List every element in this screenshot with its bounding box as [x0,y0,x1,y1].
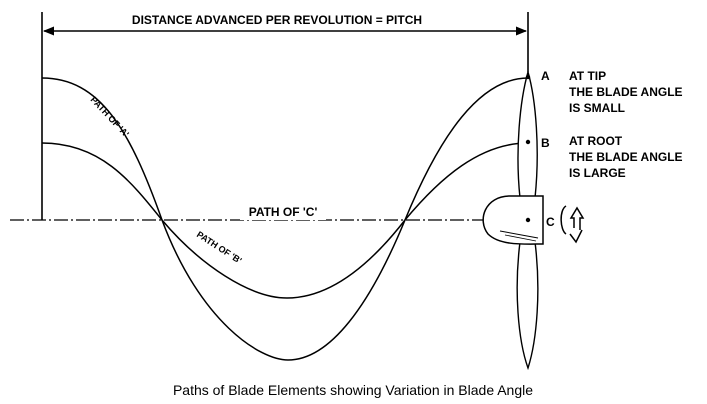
propeller [482,69,544,371]
spinner-highlight-2 [504,234,537,242]
point-c-dot [525,217,531,223]
tip-note-line-2: THE BLADE ANGLE [569,85,683,99]
tip-note-line-3: IS SMALL [569,101,625,115]
point-a-label: A [541,69,550,83]
point-b-dot [525,139,531,145]
spinner-highlight [499,230,539,239]
path-a-curve [41,77,529,361]
tip-note-line-1: AT TIP [569,69,606,83]
point-a-dot [525,74,531,80]
root-note-line-1: AT ROOT [569,134,623,148]
path-a-label: PATH OF 'A' [89,95,131,139]
propeller-upper-blade [517,69,538,199]
point-c-label: C [546,215,555,229]
path-b-curve [41,142,529,299]
propeller-spinner [482,195,544,245]
rotation-arrow-icon [560,205,585,244]
propeller-lower-blade [516,241,539,371]
root-note-line-2: THE BLADE ANGLE [569,150,683,164]
figure-caption: Paths of Blade Elements showing Variatio… [173,382,533,398]
path-c-label: PATH OF 'C' [249,205,318,219]
root-note-line-3: IS LARGE [569,166,626,180]
point-b-label: B [541,136,550,150]
path-c-label-background [240,206,326,220]
pitch-label: DISTANCE ADVANCED PER REVOLUTION = PITCH [132,13,422,27]
